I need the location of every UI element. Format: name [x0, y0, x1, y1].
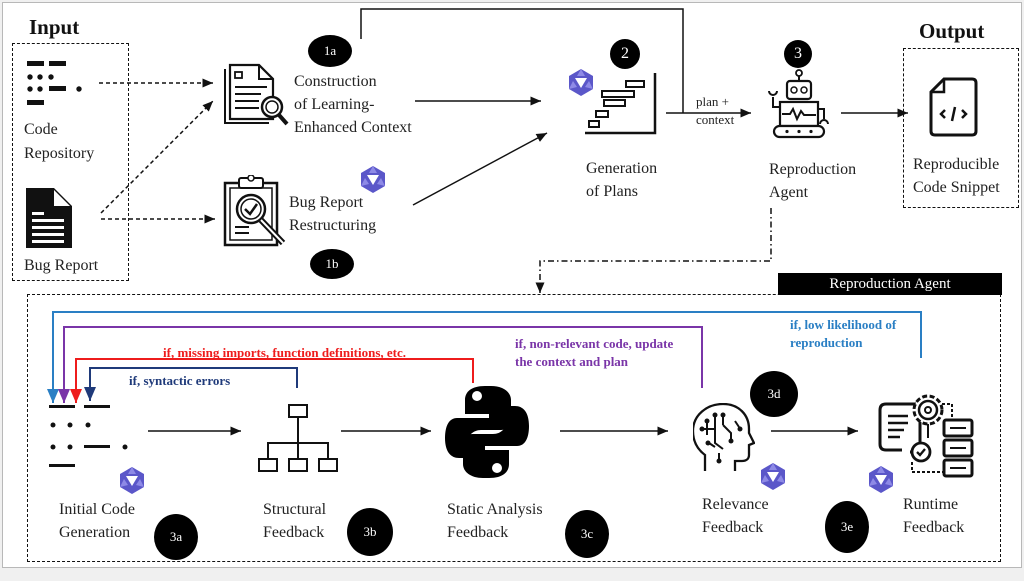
agent-panel	[27, 294, 1001, 562]
bug-report-document-icon	[26, 188, 72, 248]
badge-3d: 3d	[750, 371, 798, 417]
connectors	[47, 8, 922, 436]
robot-agent-icon	[768, 69, 829, 139]
loop-static	[70, 358, 474, 403]
badge-1b: 1b	[310, 249, 354, 279]
badge-3e: 3e	[825, 501, 869, 553]
agent-label-line2: Agent	[769, 184, 809, 201]
badge-3: 3	[784, 40, 812, 68]
output-label-line1: Reproducible	[913, 156, 1000, 173]
bug-report-label: Bug Report	[24, 257, 99, 274]
step-3c-label-line1: Static Analysis	[447, 501, 543, 518]
ai-brain-head-icon	[693, 403, 755, 471]
badge-3b: 3b	[347, 508, 393, 556]
badge-3c: 3c	[565, 510, 609, 558]
llm-logo-icon	[361, 166, 385, 193]
step-3d-label-line2: Feedback	[702, 519, 764, 536]
hierarchy-tree-icon	[258, 404, 338, 472]
runtime-process-icon	[878, 394, 974, 478]
loop-label-syntactic: if, syntactic errors	[129, 373, 231, 388]
badge-3a: 3a	[154, 514, 198, 560]
edge-bug-to-context	[100, 100, 214, 214]
clipboard-check-icon	[223, 175, 286, 247]
code-repository-label-line1: Code	[24, 121, 58, 138]
plans-label-line1: Generation	[586, 160, 658, 177]
output-label-line2: Code Snippet	[913, 179, 1000, 196]
edge-context-bypass	[360, 8, 684, 113]
context-label-line3: Enhanced Context	[294, 119, 412, 136]
step-3a-label-line2: Generation	[59, 524, 131, 541]
code-repository-label-line2: Repository	[24, 145, 95, 162]
edge-label-plan: plan +	[696, 94, 729, 109]
edge-agent-expansion	[535, 208, 772, 293]
llm-logo-icon	[120, 467, 144, 494]
restructuring-label-line1: Bug Report	[289, 194, 364, 211]
gantt-plan-icon	[585, 73, 657, 135]
loop-relevance	[58, 326, 703, 403]
python-logo-icon	[445, 386, 529, 478]
pipeline-figure: Input Code Repository Bug Report 1a Cons…	[2, 2, 1022, 568]
llm-logo-icon	[869, 466, 893, 493]
context-label-line2: of Learning-	[294, 96, 375, 113]
llm-logo-icon	[761, 463, 785, 490]
step-3a-label-line1: Initial Code	[59, 501, 135, 518]
restructuring-label-line2: Restructuring	[289, 217, 377, 234]
step-3b-label-line1: Structural	[263, 501, 327, 518]
loop-label-runtime-line1: if, low likelihood of	[790, 317, 897, 332]
step-3b-label-line2: Feedback	[263, 524, 325, 541]
edge-label-context: context	[696, 112, 735, 127]
step-3c-label-line2: Feedback	[447, 524, 509, 541]
step-3e-label-line2: Feedback	[903, 519, 965, 536]
input-title: Input	[29, 15, 80, 39]
edge-restructuring-to-plans	[412, 132, 548, 206]
agent-label-line1: Reproduction	[769, 161, 857, 178]
document-search-icon	[224, 63, 289, 126]
output-title: Output	[919, 19, 985, 43]
agent-panel-title: Reproduction Agent	[778, 273, 1002, 295]
code-generation-icon	[49, 405, 128, 467]
loop-label-relevance-line2: the context and plan	[515, 354, 629, 369]
plans-label-line2: of Plans	[586, 183, 638, 200]
code-repository-icon	[27, 61, 82, 105]
output-box	[903, 48, 1019, 208]
badge-1a: 1a	[308, 35, 352, 67]
context-label-line1: Construction	[294, 73, 377, 90]
loop-label-missing-imports: if, missing imports, function definition…	[163, 345, 407, 360]
llm-logo-icon	[569, 69, 593, 96]
loop-structural	[84, 367, 298, 401]
loop-label-runtime-line2: reproduction	[790, 335, 863, 350]
step-3d-label-line1: Relevance	[702, 496, 769, 513]
step-3e-label-line1: Runtime	[903, 496, 959, 513]
loop-label-relevance-line1: if, non-relevant code, update	[515, 336, 674, 351]
loop-runtime	[47, 311, 922, 403]
input-box	[12, 43, 129, 281]
badge-2: 2	[610, 39, 640, 69]
code-file-icon	[929, 77, 978, 137]
